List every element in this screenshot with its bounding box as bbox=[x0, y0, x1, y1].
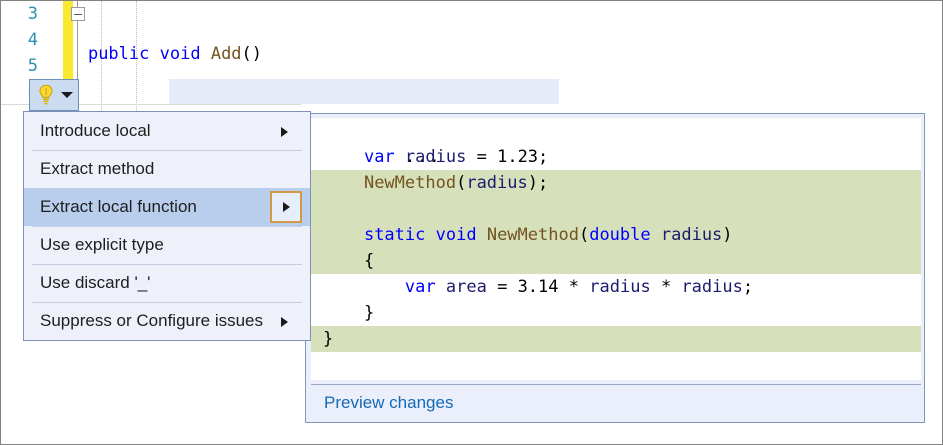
token-open-brace: { bbox=[363, 251, 375, 271]
preview-line: var area = 3.14 * radius * radius; bbox=[311, 274, 921, 300]
menu-item-use-explicit-type[interactable]: Use explicit type bbox=[24, 226, 310, 264]
preview-line-added: NewMethod(radius); bbox=[311, 170, 921, 196]
current-line-divider bbox=[1, 104, 301, 105]
token-star: * bbox=[568, 277, 580, 297]
token-assign: = bbox=[497, 277, 508, 297]
token-void: void bbox=[159, 44, 201, 64]
menu-separator bbox=[32, 302, 302, 303]
token-semicolon: ; bbox=[742, 277, 754, 297]
token-public: public bbox=[87, 44, 150, 64]
token-newmethod: NewMethod bbox=[486, 225, 579, 245]
token-parens: () bbox=[241, 44, 263, 64]
selection-highlight bbox=[169, 79, 559, 104]
menu-separator bbox=[32, 264, 302, 265]
preview-line: ... bbox=[311, 118, 921, 167]
chevron-right-icon bbox=[281, 127, 288, 137]
token-number: 3.14 bbox=[517, 277, 559, 297]
token-newmethod: NewMethod bbox=[363, 173, 457, 193]
preview-changes-label: Preview changes bbox=[324, 393, 454, 412]
chevron-right-icon bbox=[283, 202, 290, 212]
token-close-brace: } bbox=[323, 329, 334, 349]
token-lparen: ( bbox=[578, 225, 590, 245]
preview-line-added: { bbox=[311, 248, 921, 274]
preview-code-area: ... var radius = 1.23; NewMethod(radius)… bbox=[311, 118, 921, 380]
token-radius: radius bbox=[466, 173, 528, 193]
token-void: void bbox=[435, 225, 477, 245]
chevron-right-icon bbox=[281, 317, 288, 327]
chevron-down-icon[interactable] bbox=[61, 92, 73, 98]
token-radius: radius bbox=[589, 277, 651, 297]
preview-line-added: } bbox=[311, 326, 921, 352]
submenu-expand-button[interactable] bbox=[270, 191, 302, 223]
token-rparen-semi: ); bbox=[527, 173, 549, 193]
menu-item-introduce-local[interactable]: Introduce local bbox=[24, 112, 310, 150]
line-number: 5 bbox=[27, 56, 38, 76]
token-var: var bbox=[404, 277, 436, 297]
code-line: public void Add() bbox=[1, 41, 477, 67]
menu-item-label: Extract local function bbox=[40, 197, 197, 216]
preview-line: var radius = 1.23; bbox=[311, 144, 921, 170]
lightbulb-icon bbox=[39, 84, 53, 105]
quick-actions-menu[interactable]: Introduce local Extract method Extract l… bbox=[23, 111, 311, 341]
menu-separator bbox=[32, 150, 302, 151]
menu-item-label: Extract method bbox=[40, 159, 155, 178]
preview-line-added: static void NewMethod(double radius) bbox=[311, 222, 921, 248]
menu-item-label: Introduce local bbox=[40, 121, 151, 140]
token-close-brace: } bbox=[363, 303, 375, 323]
menu-item-extract-local-function[interactable]: Extract local function bbox=[24, 188, 310, 226]
gutter-divider bbox=[77, 1, 78, 96]
menu-item-extract-method[interactable]: Extract method bbox=[24, 150, 310, 188]
token-radius: radius bbox=[404, 147, 467, 167]
token-number: 1.23 bbox=[497, 147, 539, 167]
preview-line: ... bbox=[311, 352, 921, 378]
ellipsis-marker: ... bbox=[404, 147, 442, 167]
preview-line: } bbox=[311, 300, 921, 326]
preview-changes-link[interactable]: Preview changes bbox=[311, 386, 921, 419]
token-semicolon: ; bbox=[538, 147, 549, 167]
menu-item-use-discard[interactable]: Use discard '_' bbox=[24, 264, 310, 302]
line-number: 4 bbox=[27, 30, 38, 50]
token-radius: radius bbox=[681, 277, 743, 297]
menu-item-label: Suppress or Configure issues bbox=[40, 311, 264, 330]
menu-item-label: Use discard '_' bbox=[40, 273, 151, 292]
line-number: 3 bbox=[27, 4, 38, 24]
preview-divider bbox=[311, 384, 921, 385]
token-radius: radius bbox=[660, 225, 723, 245]
lightbulb-button[interactable] bbox=[29, 79, 79, 111]
menu-item-label: Use explicit type bbox=[40, 235, 164, 254]
menu-item-suppress-or-configure-issues[interactable]: Suppress or Configure issues bbox=[24, 302, 310, 340]
token-area: area bbox=[445, 277, 487, 297]
indent-guide bbox=[101, 1, 102, 111]
token-double: double bbox=[589, 225, 651, 245]
token-lparen: ( bbox=[456, 173, 467, 193]
collapse-minus-icon[interactable] bbox=[71, 7, 85, 21]
indent-guide bbox=[136, 1, 137, 111]
preview-line-added-blank bbox=[311, 196, 921, 222]
menu-separator bbox=[32, 226, 302, 227]
preview-panel: ... var radius = 1.23; NewMethod(radius)… bbox=[305, 113, 925, 423]
token-var: var bbox=[363, 147, 395, 167]
token-static: static bbox=[363, 225, 426, 245]
token-star: * bbox=[660, 277, 672, 297]
token-method-name: Add bbox=[210, 44, 242, 64]
token-assign: = bbox=[476, 147, 487, 167]
change-bar bbox=[63, 1, 73, 101]
token-rparen: ) bbox=[722, 225, 733, 245]
